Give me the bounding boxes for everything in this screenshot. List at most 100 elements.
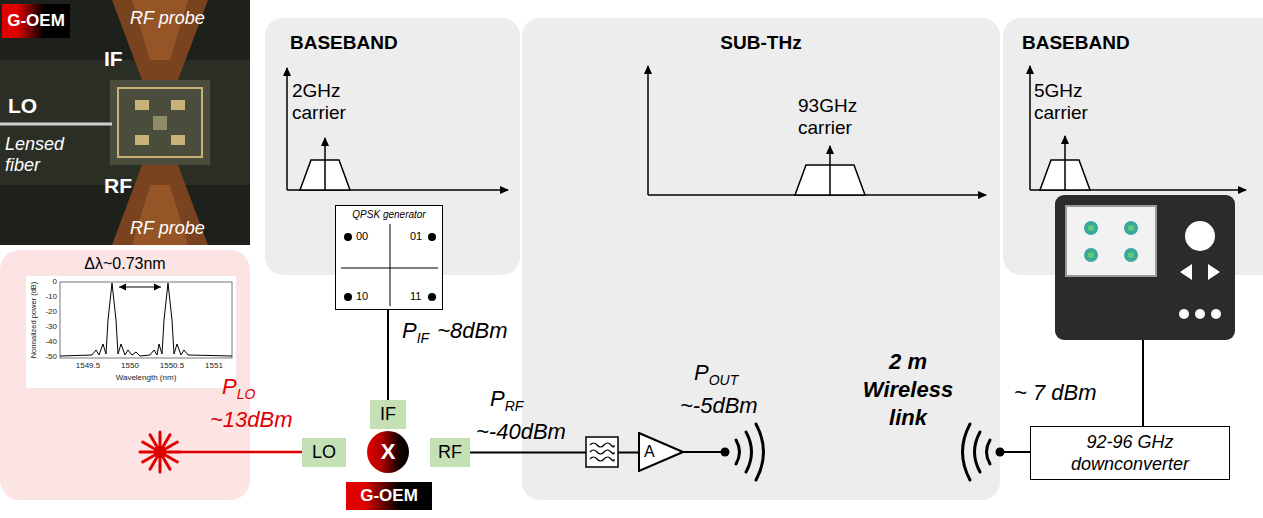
port-label: IF [104, 47, 123, 71]
constellation-diagram [344, 233, 352, 241]
oscilloscope-icon [1195, 309, 1205, 319]
probe-label: RF probe [130, 8, 205, 29]
symbol-bits: 10 [356, 290, 368, 303]
power-label: ~-5dBm [680, 393, 758, 419]
tick-label: 1551 [199, 361, 229, 371]
power-label: ~13dBm [210, 407, 293, 433]
carrier-label: 2GHz carrier [292, 80, 364, 124]
badge-label: G-OEM [360, 486, 418, 506]
power-label: PRF [476, 386, 566, 419]
panel-heading: BASEBAND [1022, 32, 1130, 54]
constellation-diagram [390, 224, 391, 306]
baseband-panel: BASEBAND [1003, 18, 1263, 275]
laser-symbol [159, 432, 162, 444]
fiber-label: Lensed fiber [5, 134, 77, 176]
tick-label: -20 [36, 307, 57, 317]
panel-backgrounds [0, 250, 250, 500]
signal-wire [387, 310, 389, 400]
panel-heading: SUB-THz [522, 32, 1000, 54]
tick-label: -10 [36, 292, 57, 302]
chip-micrograph [171, 100, 185, 110]
bandpass-filter [590, 443, 614, 447]
chip-micrograph [0, 60, 250, 185]
mixer-circle [367, 431, 409, 473]
chip-photo: RF probeIFLOLensed fiberRFRF probeG-OEM [0, 0, 250, 245]
box-label: 92-96 GHz downconverter [1045, 431, 1215, 475]
oscilloscope-icon [1088, 252, 1094, 258]
laser-symbol [164, 435, 170, 445]
chip-micrograph [135, 135, 149, 145]
oscilloscope-icon [1179, 309, 1189, 319]
power-label: P [402, 318, 417, 343]
tick-label: 1550 [115, 361, 145, 371]
rx-antenna [975, 432, 981, 472]
lo-port: LO [302, 438, 346, 467]
oscilloscope-icon [1208, 264, 1220, 280]
chip-micrograph [0, 123, 112, 126]
tick-label: 1550.5 [157, 361, 187, 371]
oscilloscope-icon [1142, 340, 1144, 426]
signal-subscript: LO [237, 386, 256, 402]
chip-micrograph [135, 100, 149, 110]
spectrum-plot [647, 66, 649, 195]
signal-subscript: RF [505, 398, 524, 414]
oscilloscope-icon [1084, 248, 1098, 262]
chip-micrograph [153, 116, 167, 130]
tick-label: -50 [36, 352, 57, 362]
chip-micrograph [171, 135, 185, 145]
signal-subscript: IF [417, 330, 429, 346]
laser-symbol [143, 442, 153, 448]
spectrum-plot [1064, 136, 1066, 190]
spectrum-plot [324, 138, 326, 190]
power-label: PIF~8dBm [402, 318, 507, 351]
optical-spectrum-inset [119, 286, 161, 287]
port-label: LO [312, 442, 336, 463]
bandpass-filter [590, 457, 614, 461]
power-label: PIF~8dBm [402, 318, 507, 351]
optical-spectrum-inset [60, 282, 232, 358]
port-label: LO [8, 94, 37, 118]
bandpass-filter [586, 437, 618, 467]
optical-spectrum-inset [26, 276, 236, 388]
oscilloscope-icon [1124, 248, 1138, 262]
rf-port: RF [430, 438, 470, 467]
laser-symbol [167, 456, 177, 462]
device-badge: G-OEM [2, 4, 70, 38]
optical-spectrum-inset [60, 283, 232, 356]
symbol-bits: 01 [410, 230, 422, 243]
carrier-label: 5GHz carrier [1034, 80, 1106, 124]
oscilloscope-icon [1055, 195, 1235, 340]
laser-symbol [164, 459, 170, 469]
laser-symbol [140, 432, 180, 472]
tick-label: 0 [36, 277, 57, 287]
laser-symbol [150, 459, 156, 469]
subthz-panel: SUB-THzA [522, 18, 1000, 500]
tx-antenna [756, 424, 764, 480]
qpsk-generator: QPSK generator00011011 [335, 205, 443, 310]
panel-heading: BASEBAND [290, 32, 398, 54]
tx-antenna [736, 440, 740, 464]
rx-antenna [963, 424, 1031, 480]
symbol-bits: 00 [356, 230, 368, 243]
axis-title: Wavelength (nm) [96, 373, 196, 383]
constellation-diagram [428, 293, 436, 301]
oscilloscope-icon [1128, 252, 1134, 258]
oscilloscope-icon [1124, 221, 1138, 235]
laser-symbol [159, 460, 162, 472]
oscilloscope-icon [1084, 221, 1098, 235]
tick-label: -40 [36, 337, 57, 347]
spectrum-plot [286, 68, 288, 190]
mixer-label: X [381, 439, 396, 465]
laser-symbol [168, 451, 180, 454]
chip-micrograph [112, 0, 208, 80]
power-label: P [222, 374, 237, 399]
port-label: IF [380, 404, 396, 425]
rx-antenna [987, 440, 991, 464]
power-label: PRF~-40dBm [476, 386, 566, 445]
spacing-label: Δλ~0.73nm [60, 254, 190, 273]
port-label: RF [104, 174, 132, 198]
tick-label: 1549.5 [73, 361, 103, 371]
panel-backgrounds [522, 18, 1000, 500]
oscilloscope-icon [1084, 221, 1138, 262]
box-title: QPSK generator [336, 209, 442, 221]
